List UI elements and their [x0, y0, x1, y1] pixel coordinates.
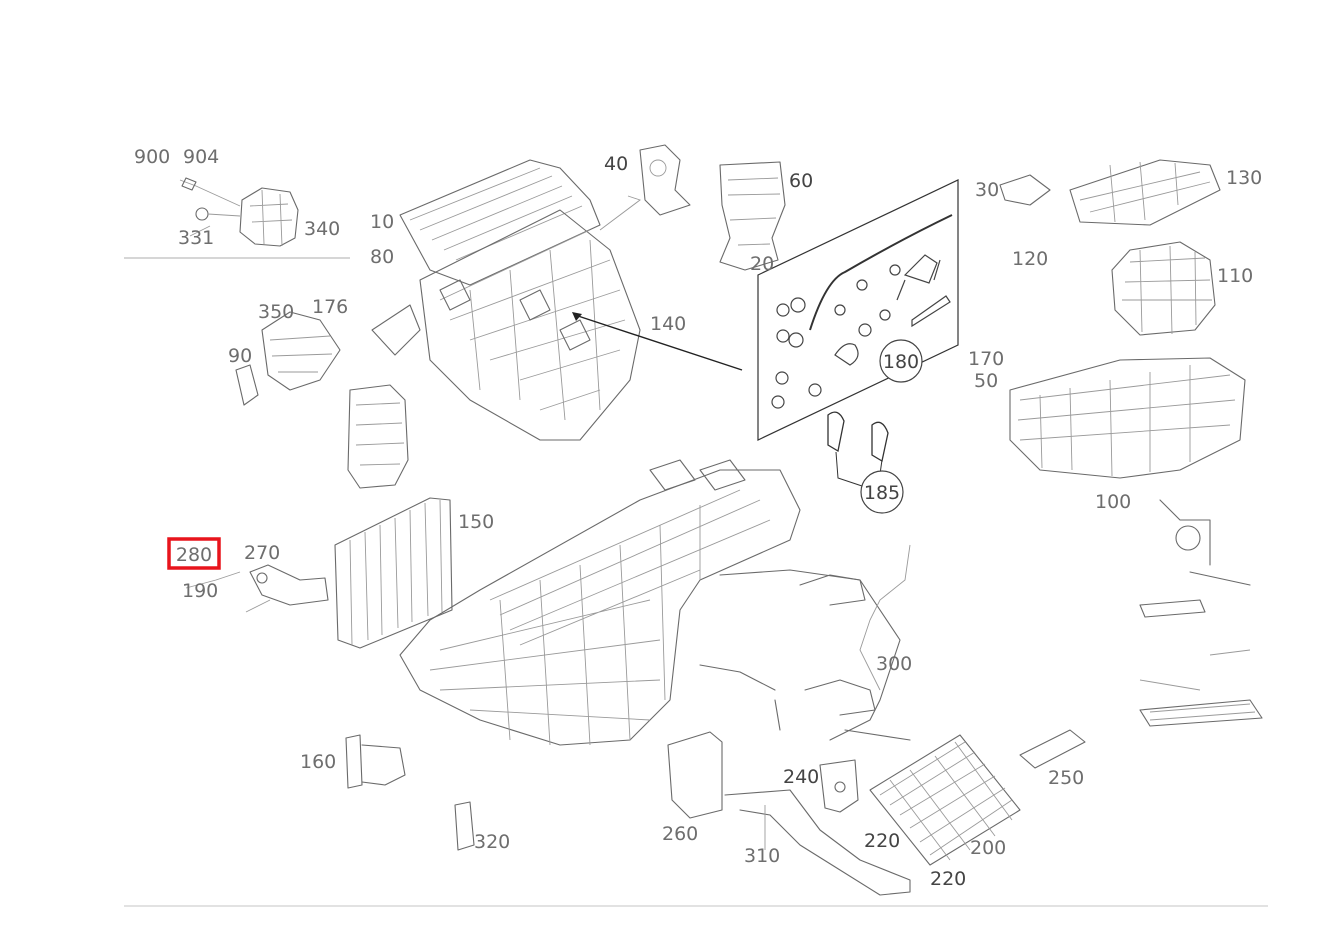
housing-170	[1009, 357, 1251, 586]
plate-240	[819, 759, 859, 813]
clip-components-185: 185	[827, 411, 904, 514]
callout-220-a: 220	[864, 830, 900, 852]
line-to-detail-panel	[574, 314, 743, 371]
callout-180: 180	[883, 351, 919, 373]
callout-120: 120	[1012, 248, 1048, 270]
callout-10: 10	[370, 211, 394, 233]
callout-200: 200	[970, 837, 1006, 859]
callout-100: 100	[1095, 491, 1131, 513]
highlighted-callout-280[interactable]: 280	[167, 537, 221, 570]
callout-904: 904	[183, 146, 219, 168]
callout-50: 50	[974, 370, 998, 392]
engine-head-assembly	[399, 159, 641, 441]
pipe-component-260	[667, 731, 911, 896]
callout-176: 176	[312, 296, 348, 318]
bracket-160	[345, 734, 406, 789]
component-60	[719, 161, 786, 271]
callout-150: 150	[458, 511, 494, 533]
callout-331: 331	[178, 227, 214, 249]
component-110	[1111, 241, 1216, 336]
callout-80: 80	[370, 246, 394, 268]
callout-340: 340	[304, 218, 340, 240]
component-270	[185, 564, 329, 613]
callout-labels: 900 904 331 340 10 80 40 60 20 350 176 9…	[134, 146, 1262, 890]
callout-900: 900	[134, 146, 170, 168]
callout-30: 30	[975, 179, 999, 201]
callout-190: 190	[182, 580, 218, 602]
detail-panel: 180	[757, 179, 959, 441]
radiator-200	[869, 734, 1021, 866]
cylinder-component	[1019, 729, 1086, 769]
callout-60: 60	[789, 170, 813, 192]
oil-cooler-150	[334, 497, 453, 649]
callout-220-b: 220	[930, 868, 966, 890]
pump-component-40	[599, 144, 691, 231]
callout-circle-180	[879, 339, 923, 383]
callout-240: 240	[783, 766, 819, 788]
callout-270: 270	[244, 542, 280, 564]
callout-130: 130	[1226, 167, 1262, 189]
intake-manifold-130	[999, 159, 1221, 226]
line-arrow	[572, 312, 582, 321]
component-90	[235, 304, 421, 406]
callout-260: 260	[662, 823, 698, 845]
callout-310: 310	[744, 845, 780, 867]
callout-280: 280	[176, 544, 212, 566]
callout-140: 140	[650, 313, 686, 335]
component-350	[347, 384, 409, 489]
callout-350: 350	[258, 301, 294, 323]
callout-20: 20	[750, 253, 774, 275]
inset-component	[179, 177, 299, 247]
callout-170: 170	[968, 348, 1004, 370]
component-320	[454, 801, 475, 851]
callout-185: 185	[864, 482, 900, 504]
hoses	[699, 544, 911, 741]
callout-250: 250	[1048, 767, 1084, 789]
engine-block	[399, 459, 901, 746]
callout-90: 90	[228, 345, 252, 367]
callout-40: 40	[604, 153, 628, 175]
callout-320: 320	[474, 831, 510, 853]
callout-circle-185	[860, 470, 904, 514]
highlight-box	[167, 537, 221, 570]
belt-components	[1139, 599, 1263, 727]
callout-300: 300	[876, 653, 912, 675]
callout-160: 160	[300, 751, 336, 773]
callout-110: 110	[1217, 265, 1253, 287]
